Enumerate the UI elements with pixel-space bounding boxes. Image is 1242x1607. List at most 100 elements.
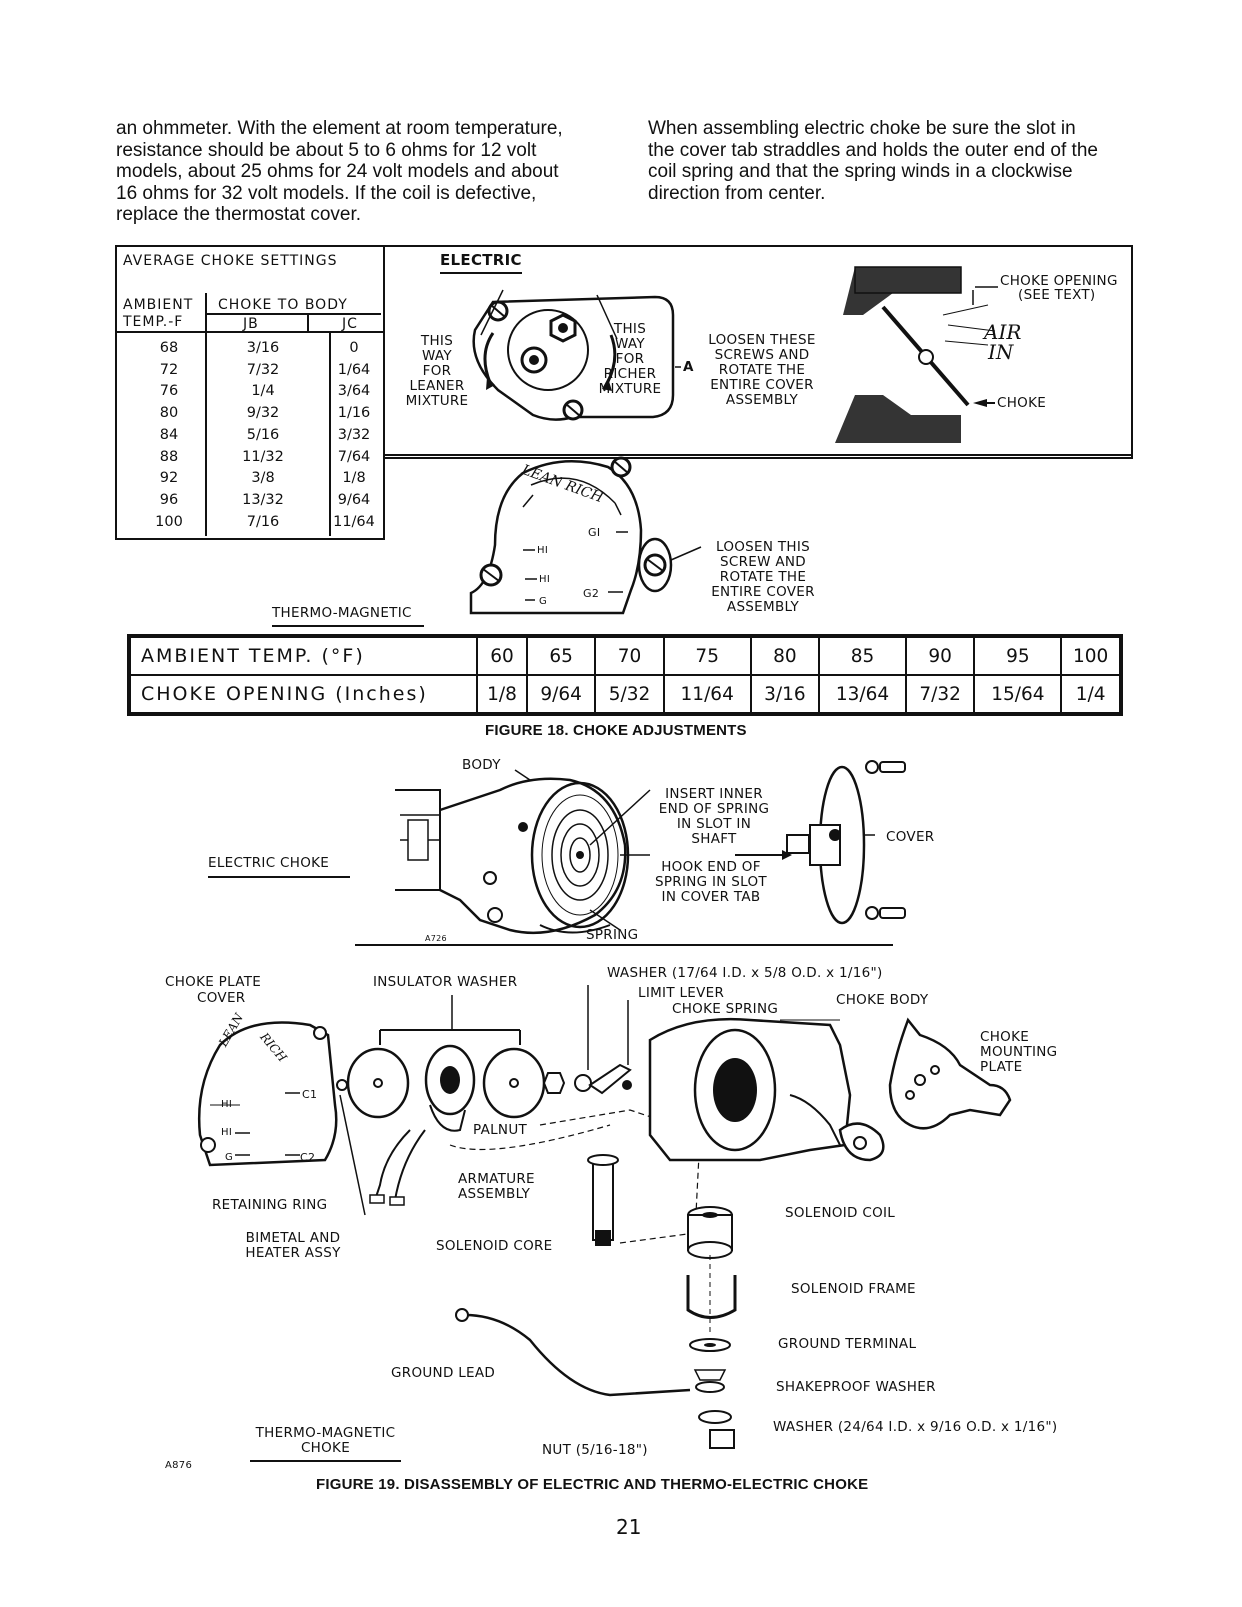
note-line: FOR (422, 363, 452, 379)
table-cell: 13/32 (242, 491, 284, 508)
table-cell: 9/64 (525, 674, 597, 714)
dial-gi: GI (588, 526, 601, 539)
col-head-jb: JB (243, 316, 259, 332)
table-cell: 65 (525, 636, 597, 676)
solenoid-coil-label: SOLENOID COIL (785, 1205, 896, 1221)
ground-lead-label: GROUND LEAD (391, 1365, 496, 1381)
dial-c1: C1 (302, 1088, 318, 1101)
air-word: AIR (984, 320, 1022, 344)
choke-opening-sub: (SEE TEXT) (1018, 287, 1096, 303)
table-cell: 80 (159, 405, 179, 422)
note-line: MOUNTING (980, 1044, 1058, 1060)
table-cell: 11/64 (662, 674, 752, 714)
note-line: THERMO-MAGNETIC (255, 1425, 396, 1441)
table-row: AMBIENT TEMP. (°F) 60 65 70 75 80 85 90 … (129, 636, 1121, 676)
choke-plate-cover-label-2: COVER (197, 990, 246, 1006)
col-head-temp: TEMP.-F (123, 314, 184, 330)
note-line: LOOSEN THESE (708, 332, 816, 348)
note-line: PLATE (980, 1059, 1023, 1075)
note-line: SHAFT (691, 831, 737, 847)
note-line: ROTATE THE (718, 362, 806, 378)
dial-g: G (225, 1152, 234, 1163)
choke-label: CHOKE (997, 395, 1047, 411)
electric-choke-drawing (395, 760, 906, 935)
table-cell: 15/64 (973, 674, 1063, 714)
dial-c2: C2 (300, 1151, 316, 1164)
table-cell: 7/64 (337, 448, 371, 465)
table-cell: 11/32 (242, 448, 284, 465)
electric-choke-underline (208, 876, 350, 878)
washer-top-label: WASHER (17/64 I.D. x 5/8 O.D. x 1/16") (607, 965, 883, 981)
limit-lever-label: LIMIT LEVER (638, 985, 725, 1001)
figure-18-drawing (469, 266, 998, 615)
table-cell: 76 (159, 383, 179, 400)
note-line: HEATER ASSY (245, 1245, 341, 1261)
table-cell: 70 (594, 636, 665, 676)
paragraph-line: 16 ohms for 32 volt models. If the coil … (116, 182, 537, 204)
note-line: ASSEMBLY (726, 599, 800, 615)
table-cell: 96 (159, 491, 179, 508)
paragraph-line: resistance should be about 5 to 6 ohms f… (116, 139, 537, 161)
electric-label: ELECTRIC (440, 251, 522, 269)
table-cell: 9/32 (246, 405, 280, 422)
left-paragraph: an ohmmeter. With the element at room te… (116, 118, 563, 226)
insulator-washer-label: INSULATOR WASHER (373, 974, 518, 990)
table-cell: 72 (159, 361, 179, 378)
electric-underline (440, 272, 522, 274)
in-word: IN (988, 340, 1014, 364)
temperature-opening-table: AMBIENT TEMP. (°F) 60 65 70 75 80 85 90 … (127, 634, 1123, 716)
column-divider (329, 333, 331, 536)
note-line: CHOKE (300, 1440, 351, 1456)
cover-label: COVER (886, 829, 935, 845)
table-cell: 3/8 (251, 470, 275, 487)
thermo-magnetic-label: THERMO-MAGNETIC (272, 605, 412, 621)
note-line: ENTIRE COVER (710, 377, 814, 393)
note-line: MIXTURE (405, 393, 469, 409)
table-cell: 3/16 (749, 674, 821, 714)
average-choke-settings-table: AVERAGE CHOKE SETTINGS AMBIENT TEMP.-F C… (115, 245, 385, 540)
washer-bottom-label: WASHER (24/64 I.D. x 9/16 O.D. x 1/16") (773, 1419, 1058, 1435)
bimetal-label: BIMETAL AND HEATER ASSY (230, 1231, 356, 1261)
thermo-magnetic-dial-drawing (469, 456, 702, 615)
table-cell: 13/64 (818, 674, 907, 714)
paragraph-line: When assembling electric choke be sure t… (648, 118, 1076, 139)
section-divider (355, 944, 893, 946)
header-rule (205, 313, 381, 315)
table-cell: 68 (159, 340, 179, 356)
row-label-choke-opening: CHOKE OPENING (Inches) (129, 674, 478, 714)
table-cell: 3/32 (337, 426, 371, 443)
column-divider (205, 293, 207, 536)
note-line: FOR (615, 351, 645, 367)
table-cell: 75 (662, 636, 752, 676)
table-cell: 3/64 (337, 383, 371, 400)
column-divider (307, 315, 309, 332)
electric-choke-dial-drawing (472, 289, 681, 421)
note-line: BIMETAL AND (245, 1230, 341, 1246)
insert-note: INSERT INNER END OF SPRING IN SLOT IN SH… (648, 787, 780, 847)
note-line: RICHER (603, 366, 657, 382)
hook-note: HOOK END OF SPRING IN SLOT IN COVER TAB (645, 860, 777, 905)
col-head-jc: JC (342, 316, 358, 332)
note-line: THIS (613, 321, 647, 337)
col-head-ambient: AMBIENT (123, 297, 194, 313)
temperature-opening-grid: AMBIENT TEMP. (°F) 60 65 70 75 80 85 90 … (129, 636, 1121, 714)
electric-panel-bottom-rule (383, 454, 1133, 456)
table-cell: 1/16 (337, 405, 371, 422)
choke-opening-label: CHOKE OPENING (1000, 273, 1118, 289)
table-cell: 95 (973, 636, 1063, 676)
figure-code-a726: A726 (425, 934, 447, 943)
note-line: ENTIRE COVER (711, 584, 815, 600)
table-cell: 90 (904, 636, 976, 676)
note-line: WAY (422, 348, 452, 364)
palnut-label: PALNUT (473, 1122, 528, 1138)
right-paragraph: When assembling electric choke be sure t… (648, 118, 1098, 204)
thermo-magnetic-underline (272, 625, 424, 627)
choke-opening-drawing (835, 266, 998, 443)
note-line: ASSEMBLY (725, 392, 799, 408)
header-rule (117, 331, 383, 333)
table-cell: 1/4 (251, 383, 275, 400)
armature-label: ARMATURE ASSEMBLY (458, 1172, 535, 1202)
table-cell: 100 (1060, 636, 1121, 676)
note-line: LEANER (409, 378, 465, 394)
note-line: IN COVER TAB (661, 889, 761, 905)
